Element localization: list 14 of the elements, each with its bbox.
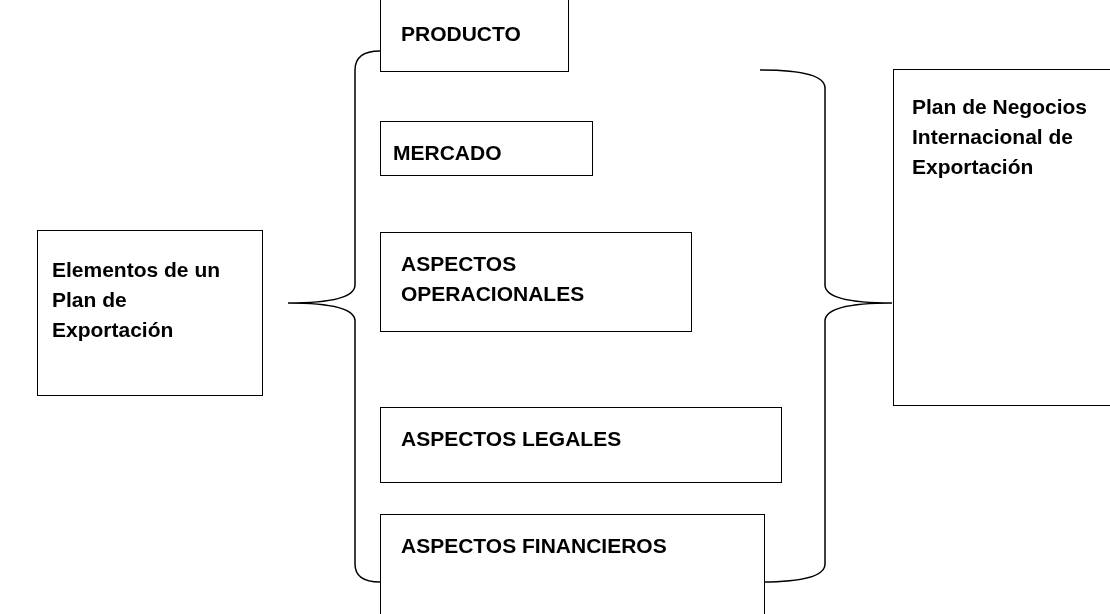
text-box (380, 0, 569, 72)
text-box (893, 69, 1110, 406)
text-box (37, 230, 263, 396)
box-label: ASPECTOS OPERACIONALES (401, 251, 586, 307)
box-label: ASPECTOS FINANCIEROS (401, 533, 668, 559)
text-box (380, 514, 765, 614)
box-label: MERCADO (393, 140, 503, 166)
box-label: PRODUCTO (401, 21, 522, 47)
text-box (380, 232, 692, 332)
text-box (380, 407, 782, 483)
box-label: Elementos de un Plan de Exportación (52, 257, 222, 343)
box-label: ASPECTOS LEGALES (401, 426, 623, 452)
text-box (380, 121, 593, 176)
box-label: Plan de Negocios Internacional de Exportación (912, 94, 1089, 180)
